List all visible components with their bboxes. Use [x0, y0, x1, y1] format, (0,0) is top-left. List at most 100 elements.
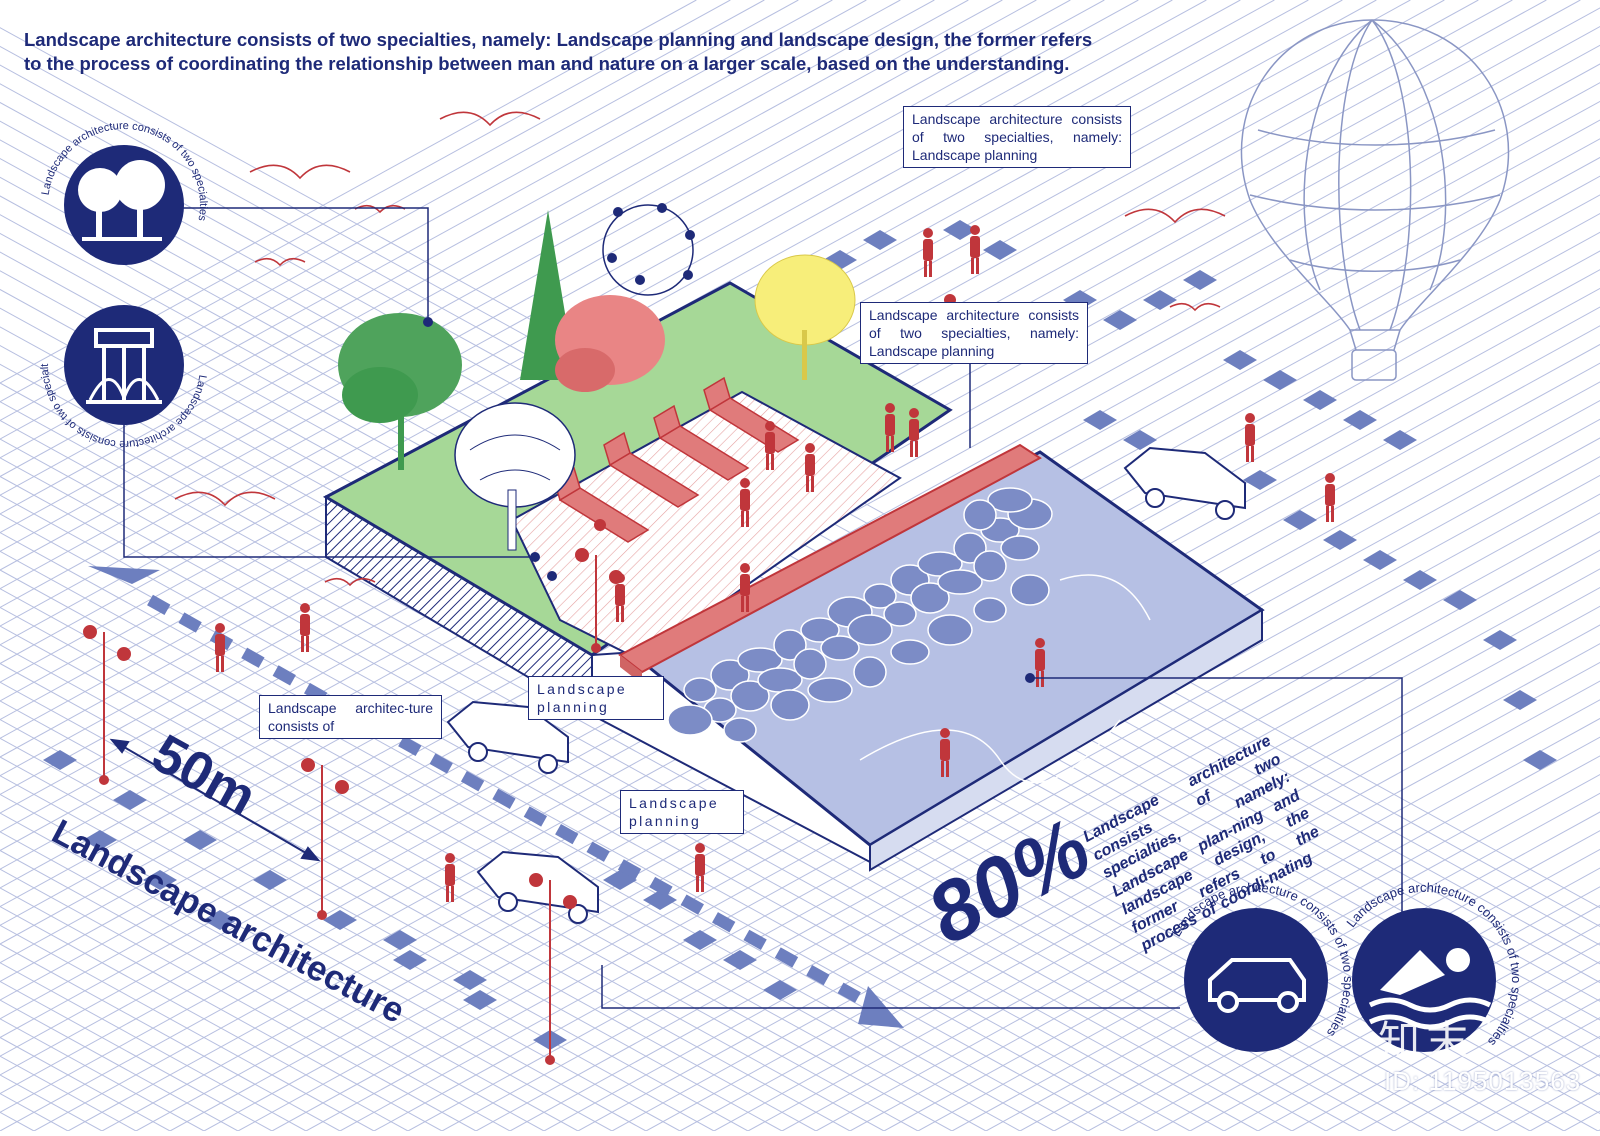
person-leg [216, 656, 219, 672]
person-leg [701, 876, 704, 892]
ground-tile [1363, 550, 1397, 570]
ground-tile [723, 950, 757, 970]
ground-tile [1523, 750, 1557, 770]
person-leg [621, 606, 624, 622]
ground-tile [983, 240, 1017, 260]
car-wheel [1215, 500, 1235, 520]
person-head [695, 843, 705, 853]
grid-line [0, 0, 731, 403]
grid-line [645, 605, 1600, 1132]
person-body [805, 454, 815, 476]
ground-tile [383, 930, 417, 950]
pebble [807, 677, 853, 703]
grid-line [0, 419, 1293, 1132]
ground-tile [1443, 590, 1477, 610]
ground-tile [393, 950, 427, 970]
person-leg [971, 258, 974, 274]
person-leg [946, 761, 949, 777]
lamp-head [609, 570, 623, 584]
park-platform [322, 281, 1265, 872]
grid-line [679, 624, 1600, 1132]
ground-tile [1243, 470, 1277, 490]
ground-tile [1383, 430, 1417, 450]
grid-line [0, 831, 545, 1132]
person-body [909, 419, 919, 441]
ground-tile [83, 830, 117, 850]
leader-lines [123, 207, 1403, 1009]
person-body [740, 574, 750, 596]
person-leg [910, 441, 913, 457]
ground-tile [1123, 430, 1157, 450]
car-body [1123, 446, 1246, 510]
car-wheel [538, 754, 558, 774]
grid-line [0, 606, 953, 1132]
grid-line [441, 493, 1600, 1132]
grid-line [0, 662, 851, 1132]
grid-line [577, 568, 1600, 1132]
grid-line [1223, 923, 1600, 1132]
person-leg [924, 261, 927, 277]
person-body [1035, 649, 1045, 671]
grid-line [611, 587, 1600, 1132]
grid-line [0, 849, 511, 1132]
pebble [770, 689, 810, 721]
callout-middle-right: Landscape architecture consists of two s… [860, 302, 1088, 364]
pebble [890, 639, 930, 665]
grid-line [0, 0, 1275, 702]
lamp-head [117, 647, 131, 661]
pebble [793, 648, 827, 680]
person-leg [746, 596, 749, 612]
ground-tile [143, 870, 177, 890]
swimmer-icon [1368, 948, 1492, 1030]
grid-line [0, 457, 1225, 1132]
person-head [1245, 413, 1255, 423]
grid-line [849, 717, 1600, 1132]
grid-line [1529, 1091, 1600, 1132]
grid-line [0, 0, 1309, 721]
person-head [300, 603, 310, 613]
grid-line [509, 530, 1600, 1132]
pebble [987, 487, 1033, 513]
ground-tile [1323, 530, 1357, 550]
person-body [740, 489, 750, 511]
person-leg [741, 511, 744, 527]
person-head [765, 421, 775, 431]
grid-line [0, 756, 681, 1132]
grid-line [271, 400, 1600, 1132]
grid-line [0, 0, 1173, 646]
lamp-head [529, 873, 543, 887]
person-leg [766, 454, 769, 470]
seagull [174, 491, 276, 507]
lamp-base [545, 1055, 555, 1065]
pebble [820, 635, 860, 661]
person-body [445, 864, 455, 886]
grid-line [0, 681, 817, 1132]
pebble [847, 614, 893, 646]
grid-line [0, 0, 1207, 665]
seagull [1169, 302, 1221, 312]
ground-tile [1143, 290, 1177, 310]
person-body [940, 739, 950, 761]
ground-tile [1103, 310, 1137, 330]
pebble [937, 569, 983, 595]
pebble [927, 614, 973, 646]
lamp-posts [83, 548, 623, 1065]
lounger-back [653, 404, 681, 440]
person-leg [446, 886, 449, 902]
seagull [354, 204, 406, 214]
lamp-head [563, 895, 577, 909]
grid-line [0, 532, 1089, 1132]
lamp-base [99, 775, 109, 785]
grid-line [1155, 886, 1600, 1132]
grid-line [0, 0, 867, 478]
pebble [710, 659, 750, 691]
grid-line [305, 418, 1600, 1132]
pebble [1000, 535, 1040, 561]
grid-line [0, 0, 1003, 552]
seagull [249, 164, 351, 180]
person-head [445, 853, 455, 863]
person-leg [1036, 671, 1039, 687]
lamp-head [83, 625, 97, 639]
person-leg [696, 876, 699, 892]
